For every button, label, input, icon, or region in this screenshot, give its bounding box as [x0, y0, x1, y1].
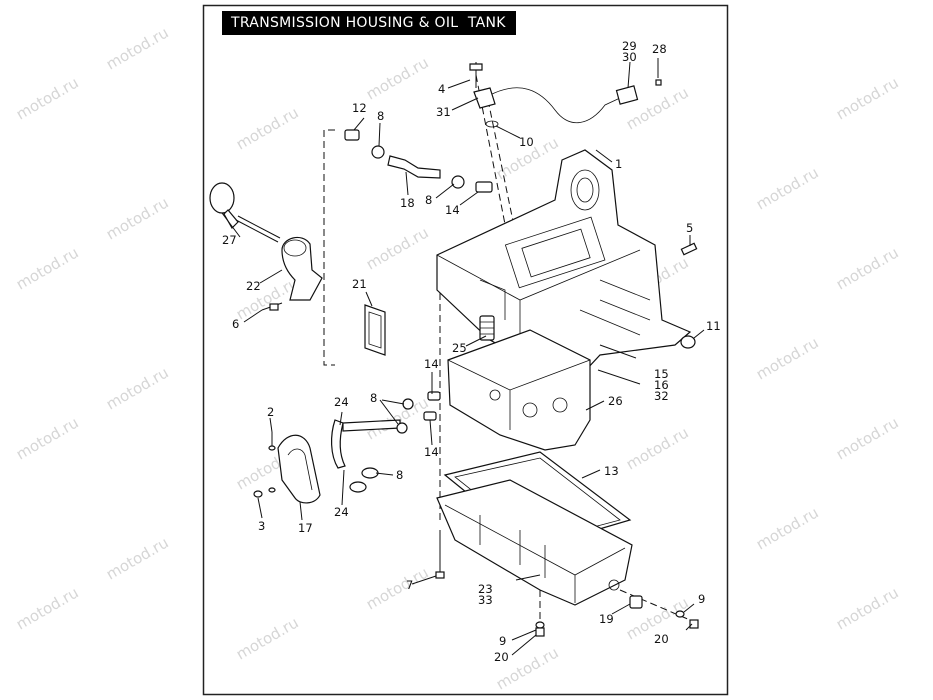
svg-text:motod.ru: motod.ru — [233, 103, 302, 153]
svg-text:motod.ru: motod.ru — [103, 363, 172, 413]
callout-26: 26 — [608, 394, 623, 408]
callout-8d: 8 — [396, 468, 403, 482]
callout-24a: 24 — [334, 395, 349, 409]
svg-text:motod.ru: motod.ru — [833, 73, 902, 123]
svg-text:motod.ru: motod.ru — [13, 413, 82, 463]
svg-text:motod.ru: motod.ru — [753, 163, 822, 213]
callout-17: 17 — [298, 521, 313, 535]
callout-23: 23 — [478, 582, 493, 596]
callout-33: 33 — [478, 593, 493, 607]
assembly-dashed-lines — [323, 74, 691, 625]
callout-32: 32 — [654, 389, 669, 403]
svg-text:motod.ru: motod.ru — [13, 73, 82, 123]
svg-text:motod.ru: motod.ru — [833, 583, 902, 633]
svg-text:motod.ru: motod.ru — [363, 53, 432, 103]
breather-cover — [277, 434, 321, 504]
svg-text:motod.ru: motod.ru — [103, 193, 172, 243]
diagram-title: TRANSMISSION HOUSING & OIL TANK — [222, 11, 516, 35]
svg-text:motod.ru: motod.ru — [833, 243, 902, 293]
frame-border — [202, 4, 729, 696]
svg-text:motod.ru: motod.ru — [233, 613, 302, 663]
callout-21: 21 — [352, 277, 367, 291]
callout-13: 13 — [604, 464, 619, 478]
svg-text:motod.ru: motod.ru — [103, 23, 172, 73]
callout-10: 10 — [519, 135, 534, 149]
svg-text:motod.ru: motod.ru — [833, 413, 902, 463]
hoses — [331, 155, 441, 469]
callout-8c: 8 — [370, 391, 377, 405]
callout-27: 27 — [222, 233, 237, 247]
leader-lines — [221, 58, 705, 656]
callout-1: 1 — [615, 157, 622, 171]
svg-text:motod.ru: motod.ru — [753, 333, 822, 383]
callout-25: 25 — [452, 341, 467, 355]
svg-text:motod.ru: motod.ru — [13, 243, 82, 293]
callout-15: 15 — [654, 367, 669, 381]
callout-2: 2 — [267, 405, 274, 419]
callout-24b: 24 — [334, 505, 349, 519]
callout-20a: 20 — [654, 632, 669, 646]
svg-text:motod.ru: motod.ru — [363, 563, 432, 613]
svg-text:motod.ru: motod.ru — [623, 423, 692, 473]
callout-5: 5 — [686, 221, 693, 235]
callout-22: 22 — [246, 279, 261, 293]
oil-tank — [447, 329, 591, 451]
oil-pan — [436, 451, 633, 606]
sensor-assembly — [469, 62, 639, 128]
callout-8b: 8 — [425, 193, 432, 207]
gasket — [364, 304, 386, 356]
callout-11: 11 — [706, 319, 721, 333]
callout-14c: 14 — [424, 445, 439, 459]
svg-text:motod.ru: motod.ru — [13, 583, 82, 633]
callout-30: 30 — [622, 50, 637, 64]
callout-8a: 8 — [377, 109, 384, 123]
callout-31: 31 — [436, 105, 451, 119]
svg-text:motod.ru: motod.ru — [753, 503, 822, 553]
callout-19: 19 — [599, 612, 614, 626]
callout-14a: 14 — [445, 203, 460, 217]
callout-29: 29 — [622, 39, 637, 53]
callout-14b: 14 — [424, 357, 439, 371]
callout-labels: 1 2 3 4 5 6 7 8 8 8 8 9 9 10 11 12 13 14… — [222, 39, 721, 664]
callout-7: 7 — [406, 578, 413, 592]
filler-neck — [281, 236, 323, 301]
callout-9b: 9 — [499, 634, 506, 648]
svg-text:motod.ru: motod.ru — [363, 223, 432, 273]
callout-12: 12 — [352, 101, 367, 115]
callout-28: 28 — [652, 42, 667, 56]
callout-16: 16 — [654, 378, 669, 392]
callout-20b: 20 — [494, 650, 509, 664]
dipstick — [209, 182, 281, 243]
svg-text:motod.ru: motod.ru — [103, 533, 172, 583]
callout-6: 6 — [232, 317, 239, 331]
callout-3: 3 — [258, 519, 265, 533]
small-fittings — [253, 79, 699, 637]
callout-9a: 9 — [698, 592, 705, 606]
callout-18: 18 — [400, 196, 415, 210]
callout-4: 4 — [438, 82, 445, 96]
